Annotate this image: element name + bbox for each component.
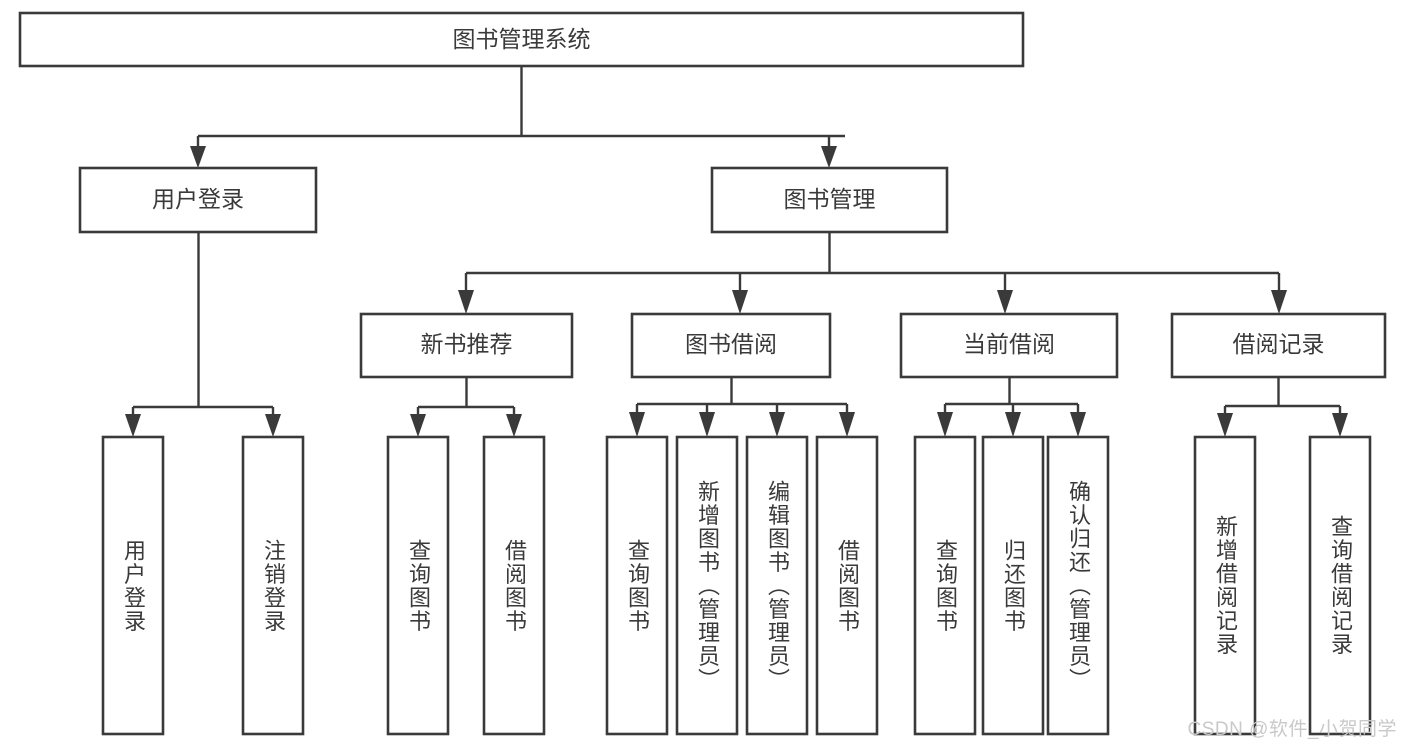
arrow-icon-cb-to-query-book [937, 412, 953, 437]
node-current-borrow[interactable] [899, 312, 1119, 379]
node-leaf-confirm-return[interactable] [1046, 435, 1110, 736]
node-leaf-query-record[interactable] [1308, 435, 1372, 736]
node-book-manage[interactable] [710, 166, 949, 234]
arrow-icon-nbr-to-borrow-book [506, 414, 522, 437]
arrow-icon-bb-to-add-book [699, 412, 715, 437]
node-leaf-query-book-b[interactable] [605, 435, 669, 736]
node-new-book-rec[interactable] [359, 312, 574, 379]
node-new-book-rec-label: 新书推荐 [421, 331, 513, 357]
arrow-icon-root-to-user-login [190, 146, 206, 168]
node-leaf-add-record[interactable] [1193, 435, 1257, 736]
arrow-icon-ul-to-leaf-logout [265, 414, 281, 437]
node-leaf-return-book[interactable] [981, 435, 1045, 736]
node-borrow-record[interactable] [1170, 312, 1387, 379]
node-borrow-record-label: 借阅记录 [1233, 331, 1325, 357]
connector-group-user-login [125, 232, 281, 437]
node-leaf-logout[interactable] [241, 435, 305, 736]
node-book-borrow[interactable] [630, 312, 832, 379]
arrow-icon-cb-to-return-book [1005, 412, 1021, 437]
arrow-icon-bb-to-query-book [629, 412, 645, 437]
connector-group-current-borrow [937, 377, 1086, 437]
arrow-icon-bm-to-book-borrow [732, 290, 748, 314]
arrow-icon-ul-to-leaf-user-login [125, 414, 141, 437]
node-leaf-borrow-book-rec[interactable] [482, 435, 546, 736]
connector-group-new-book-rec [410, 377, 522, 437]
arrow-icon-br-to-add-record [1217, 413, 1233, 437]
arrow-icon-bb-to-borrow-book [839, 412, 855, 437]
connector-group-book-borrow [629, 377, 855, 437]
arrow-icon-bm-to-borrow-record [1271, 290, 1287, 314]
connector-group-root [190, 66, 845, 168]
node-leaf-add-book[interactable] [675, 435, 739, 736]
node-user-login-label: 用户登录 [152, 186, 244, 212]
arrow-icon-bm-to-new-book-rec [458, 290, 474, 314]
arrow-icon-root-to-book-manage [821, 146, 837, 168]
node-root[interactable] [18, 11, 1025, 68]
node-leaf-query-book-rec[interactable] [386, 435, 450, 736]
node-book-manage-label: 图书管理 [784, 186, 876, 212]
connector-group-borrow-record [1217, 377, 1348, 437]
node-current-borrow-label: 当前借阅 [963, 331, 1055, 357]
connector-group-book-manage [458, 232, 1287, 314]
node-leaf-edit-book[interactable] [745, 435, 809, 736]
arrow-icon-bb-to-edit-book [769, 412, 785, 437]
node-leaf-user-login[interactable] [101, 435, 165, 736]
csdn-watermark: CSDN @软件_小贺同学 [1187, 719, 1397, 740]
node-user-login[interactable] [78, 166, 318, 234]
node-root-label: 图书管理系统 [453, 26, 591, 52]
arrow-icon-br-to-query-record [1332, 413, 1348, 437]
arrow-icon-cb-to-confirm-return [1070, 412, 1086, 437]
node-leaf-query-book-c[interactable] [913, 435, 977, 736]
arrow-icon-nbr-to-query-book [410, 414, 426, 437]
node-leaf-borrow-book-b[interactable] [815, 435, 879, 736]
arrow-icon-bm-to-current-borrow [997, 290, 1013, 314]
node-book-borrow-label: 图书借阅 [685, 331, 777, 357]
